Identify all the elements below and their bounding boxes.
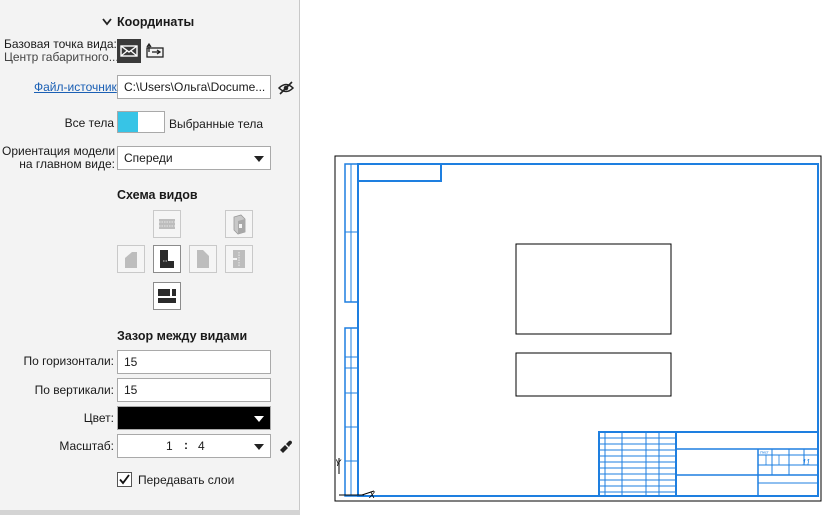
visibility-toggle-button[interactable] xyxy=(277,79,295,97)
view-bottom-icon xyxy=(158,289,176,303)
point-arrow-icon xyxy=(146,42,164,58)
axis-indicator: Y X xyxy=(335,458,376,500)
color-label: Цвет: xyxy=(83,411,114,425)
chevron-down-icon xyxy=(254,444,264,450)
chevron-down-icon xyxy=(254,416,264,422)
coordinates-title: Координаты xyxy=(117,15,195,29)
coordinates-section-header[interactable]: Координаты xyxy=(102,15,194,29)
base-point-center-button[interactable] xyxy=(117,39,141,63)
view-isometric-icon xyxy=(233,214,246,235)
view-placeholders[interactable] xyxy=(515,243,672,397)
orientation-label: Ориентация модели на главном виде: xyxy=(2,145,115,171)
gap-vertical-label: По вертикали: xyxy=(34,383,114,397)
view-top-icon xyxy=(159,219,175,229)
scale-separator: : xyxy=(184,438,188,452)
scale-select[interactable]: 1 : 4 xyxy=(117,434,271,458)
sheet-label-text: Лист xyxy=(760,450,769,455)
orientation-label-line2: на главном виде: xyxy=(19,157,115,171)
view-front-button[interactable] xyxy=(153,245,181,273)
orientation-label-line1: Ориентация модели xyxy=(2,144,116,158)
base-point-label-line2: Центр габаритного... xyxy=(4,50,119,64)
source-file-link[interactable]: Файл-источник xyxy=(34,80,117,94)
source-file-field[interactable]: C:\Users\Ольга\Docume... xyxy=(117,75,271,99)
selected-bodies-label: Выбранные тела xyxy=(169,117,264,131)
scale-denominator: 4 xyxy=(198,439,205,453)
transfer-layers-label: Передавать слои xyxy=(138,473,235,487)
all-bodies-label: Все тела xyxy=(64,116,114,130)
gap-title: Зазор между видами xyxy=(117,329,248,343)
view-back-icon xyxy=(233,250,245,268)
panel-bottom-strip xyxy=(0,510,300,515)
view-isometric-button[interactable] xyxy=(225,210,253,238)
bodies-toggle-indicator xyxy=(118,112,138,132)
sheet-texts: Лист 11 xyxy=(760,450,810,468)
transfer-layers-checkbox[interactable] xyxy=(117,472,132,487)
secondary-view-rect xyxy=(515,352,672,397)
view-right-icon xyxy=(125,252,137,268)
base-point-label: Базовая точка вида: Центр габаритного... xyxy=(4,37,119,64)
chevron-down-icon xyxy=(254,156,264,162)
gap-horizontal-input[interactable]: 15 xyxy=(117,350,271,374)
title-block-left-grid xyxy=(599,432,676,496)
orientation-select-value: Спереди xyxy=(124,151,173,165)
axis-y-label: Y xyxy=(335,458,342,468)
axis-x-label: X xyxy=(368,490,376,500)
gap-horizontal-label: По горизонтали: xyxy=(23,354,114,368)
base-point-select-button[interactable] xyxy=(144,39,166,63)
bodies-toggle[interactable] xyxy=(117,111,165,133)
gap-vertical-input[interactable]: 15 xyxy=(117,378,271,402)
eyedropper-icon xyxy=(280,440,292,453)
scale-pick-button[interactable] xyxy=(277,437,295,455)
view-bottom-button[interactable] xyxy=(153,282,181,310)
checkmark-icon xyxy=(119,474,130,485)
title-block xyxy=(598,431,819,497)
base-point-label-line1: Базовая точка вида: xyxy=(4,37,117,51)
color-select[interactable] xyxy=(117,406,271,430)
left-side-cells xyxy=(345,164,358,496)
view-left-icon xyxy=(197,250,209,268)
view-top-button[interactable] xyxy=(153,210,181,238)
view-left-button[interactable] xyxy=(189,245,217,273)
orientation-select[interactable]: Спереди xyxy=(117,146,271,170)
eye-off-icon xyxy=(277,81,295,95)
scale-numerator: 1 xyxy=(166,439,173,453)
chevron-down-icon xyxy=(102,18,112,26)
view-right-button[interactable] xyxy=(117,245,145,273)
main-view-rect xyxy=(515,243,672,335)
envelope-icon xyxy=(120,45,138,57)
sheet-outer-border xyxy=(334,155,822,502)
scale-label: Масштаб: xyxy=(59,439,114,453)
properties-panel: Координаты Базовая точка вида: Центр габ… xyxy=(0,0,300,515)
drawing-sheet[interactable]: Лист 11 Y X xyxy=(334,155,824,507)
view-scheme-title: Схема видов xyxy=(117,188,198,202)
view-front-icon xyxy=(160,250,174,268)
sheets-value-text: 11 xyxy=(802,458,810,467)
view-back-button[interactable] xyxy=(225,245,253,273)
